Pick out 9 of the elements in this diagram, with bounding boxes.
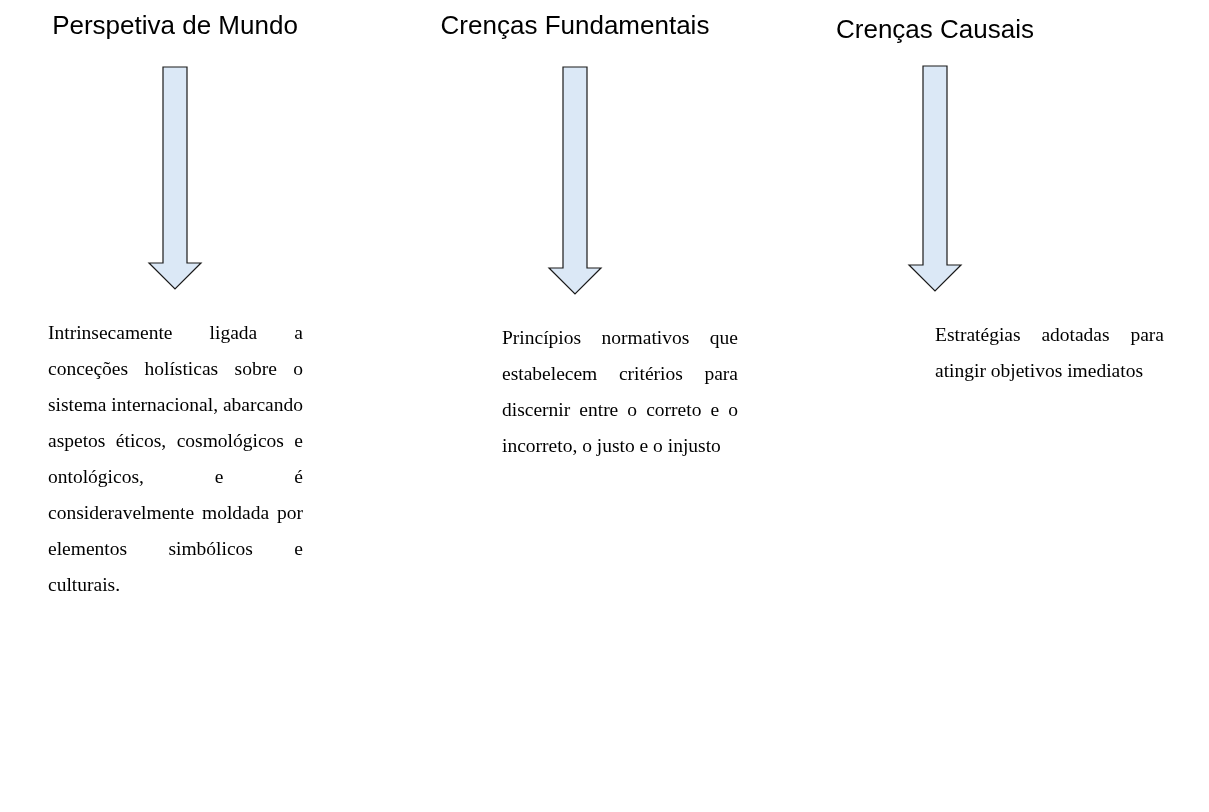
description-text: Intrinsecamente ligada a conceções holísticas sobre o sistema internacional, abarcando aspetos éticos, cosmológicos e ontológicos, e é consideravelmente moldada por elementos simbólicos e culturais. <box>48 321 303 597</box>
block-arrow <box>147 66 203 290</box>
column-heading: Crenças Causais <box>836 14 1034 45</box>
column-heading: Crenças Fundamentais <box>440 10 710 41</box>
description-text: Estratégias adotadas para atingir objetivos imediatos <box>935 323 1164 383</box>
block-arrow <box>547 66 603 295</box>
block-arrow <box>907 65 963 292</box>
description-text: Princípios normativos que estabelecem critérios para discernir entre o correto e o incorreto, o justo e o injusto <box>502 326 738 458</box>
column-heading: Perspetiva de Mundo <box>52 10 298 41</box>
